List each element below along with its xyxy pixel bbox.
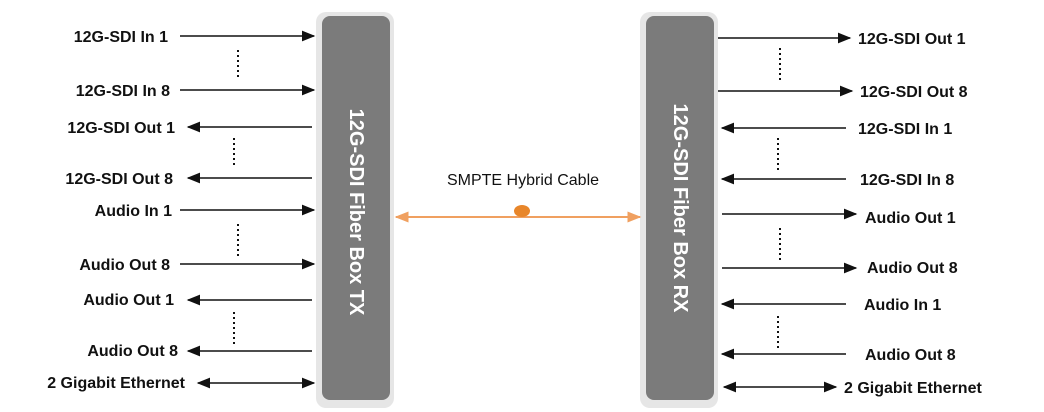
tx-box-title: 12G-SDI Fiber Box TX <box>345 109 367 316</box>
tx-box-body <box>322 16 390 400</box>
rx-port-label: Audio Out 8 <box>865 347 956 364</box>
cable-label: SMPTE Hybrid Cable <box>447 172 599 189</box>
rx-port-arrows <box>718 32 858 393</box>
tx-port-label: Audio Out 8 <box>87 343 178 360</box>
rx-port-label: 12G-SDI In 8 <box>860 172 954 189</box>
rx-box-title: 12G-SDI Fiber Box RX <box>669 104 691 314</box>
rx-port-label: 2 Gigabit Ethernet <box>844 380 982 397</box>
rx-port-label: 12G-SDI In 1 <box>858 121 952 138</box>
tx-port-label: 12G-SDI Out 8 <box>65 171 173 188</box>
tx-port-label: 12G-SDI In 8 <box>76 83 170 100</box>
tx-port-label: Audio In 1 <box>95 203 172 220</box>
cable-connector-dot <box>514 205 530 217</box>
rx-port-label: 12G-SDI Out 8 <box>860 84 968 101</box>
tx-port-label: 12G-SDI Out 1 <box>67 120 175 137</box>
rx-port-labels: 12G-SDI Out 1 12G-SDI Out 8 12G-SDI In 1… <box>844 31 982 397</box>
tx-port-labels: 12G-SDI In 1 12G-SDI In 8 12G-SDI Out 1 … <box>47 29 185 392</box>
smpte-hybrid-cable: SMPTE Hybrid Cable <box>394 172 642 223</box>
rx-port-label: Audio In 1 <box>864 297 941 314</box>
tx-port-label: Audio Out 8 <box>79 257 170 274</box>
tx-port-label: 2 Gigabit Ethernet <box>47 375 185 392</box>
rx-port-label: 12G-SDI Out 1 <box>858 31 966 48</box>
rx-port-label: Audio Out 1 <box>865 210 956 227</box>
rx-box-body <box>646 16 714 400</box>
tx-port-arrows <box>180 30 316 389</box>
tx-fiber-box: 12G-SDI Fiber Box TX <box>316 12 394 408</box>
tx-port-label: Audio Out 1 <box>83 292 174 309</box>
tx-port-label: 12G-SDI In 1 <box>74 29 168 46</box>
rx-fiber-box: 12G-SDI Fiber Box RX <box>640 12 718 408</box>
rx-ellipsis-dots <box>777 48 781 348</box>
tx-ellipsis-dots <box>233 50 239 344</box>
rx-port-label: Audio Out 8 <box>867 260 958 277</box>
